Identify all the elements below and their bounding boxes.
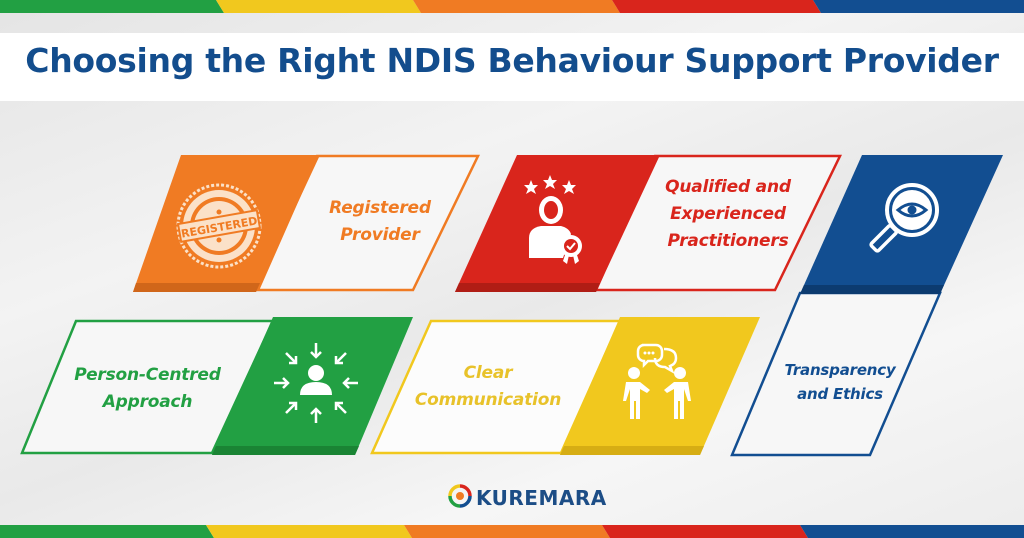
card-qualified-practitioners xyxy=(455,154,842,292)
card-label-clear-communication: Clear Communication xyxy=(414,363,562,410)
card-label-transparency-ethics: Transparency and Ethics xyxy=(784,361,896,403)
card-label-person-centred: Person-Centred Approach xyxy=(74,365,221,412)
person-focus-arrows-icon xyxy=(274,343,358,423)
page-title: Choosing the Right NDIS Behaviour Suppor… xyxy=(25,41,999,80)
registered-stamp-icon: REGISTERED xyxy=(176,183,262,269)
card-transparency-ethics xyxy=(730,155,1003,457)
magnifier-eye-icon xyxy=(869,183,939,253)
logo-text: KUREMARA xyxy=(476,486,607,510)
title-band xyxy=(0,33,1024,101)
card-clear-communication xyxy=(370,317,760,455)
kuremara-logo: KUREMARA xyxy=(448,484,607,512)
card-registered-provider: REGISTERED xyxy=(133,154,480,292)
certified-professional-icon xyxy=(524,175,582,264)
top-color-stripe xyxy=(0,0,1024,13)
card-person-centred xyxy=(20,317,413,455)
card-label-qualified-practitioners: Qualified and Experienced Practitioners xyxy=(665,177,791,251)
kuremara-swirl-logo-icon xyxy=(448,484,472,512)
two-people-conversation-icon xyxy=(623,343,691,419)
card-label-registered-provider: Registered Provider xyxy=(329,198,431,245)
bottom-color-stripe xyxy=(0,525,1024,538)
